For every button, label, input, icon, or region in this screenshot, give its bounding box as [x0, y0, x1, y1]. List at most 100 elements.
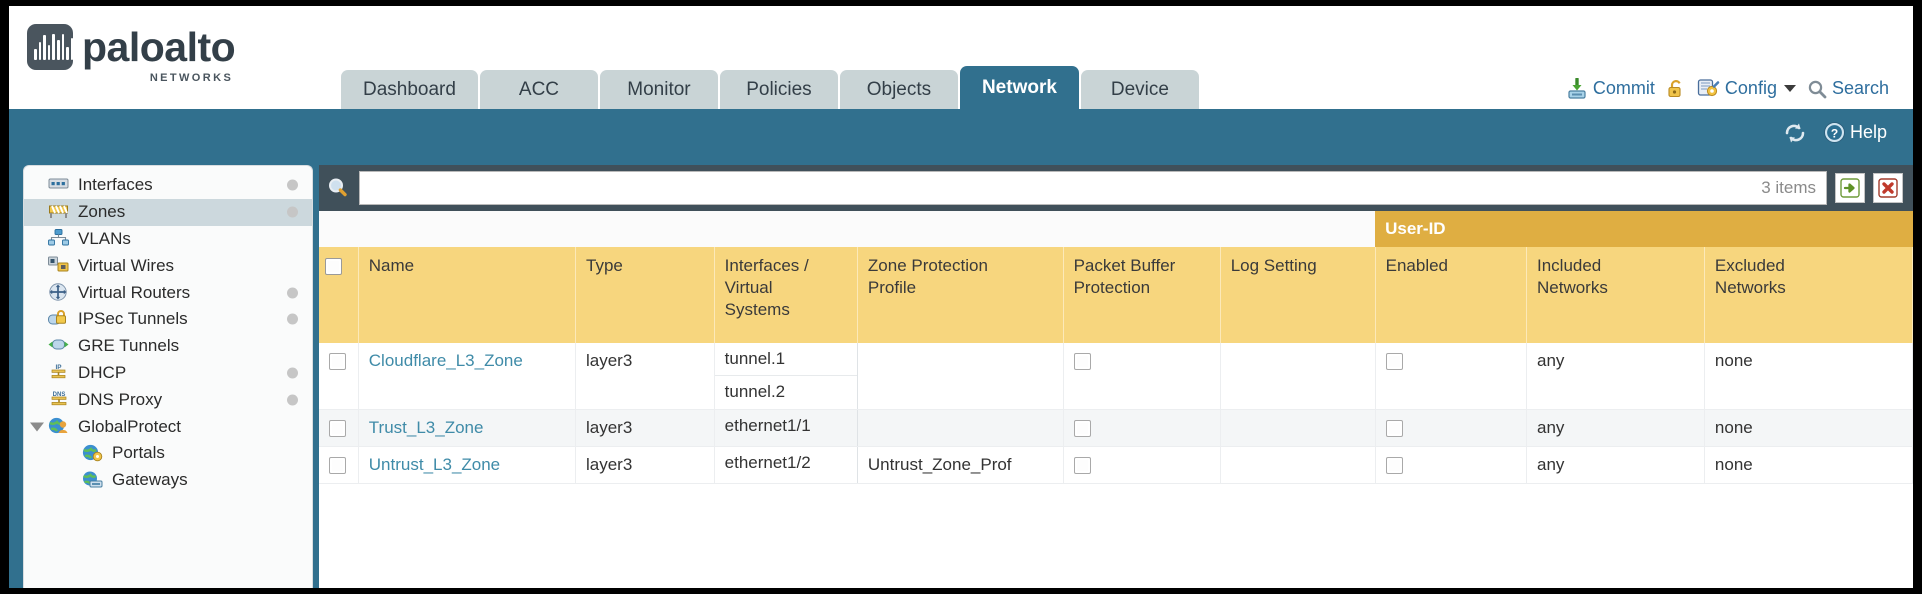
- table-row[interactable]: Cloudflare_L3_Zone layer3 tunnel.1 tunne…: [319, 343, 1913, 410]
- row-select-checkbox[interactable]: [329, 419, 346, 437]
- cell-userid-enabled: [1375, 343, 1527, 410]
- row-select-checkbox[interactable]: [329, 353, 346, 371]
- help-button[interactable]: ? Help: [1823, 121, 1887, 144]
- col-header-name[interactable]: Name: [358, 247, 577, 343]
- group-header-userid: User-ID: [1375, 211, 1913, 247]
- tab-network[interactable]: Network: [959, 66, 1079, 109]
- cell-userid-enabled: [1375, 409, 1527, 447]
- sidebar-item-gre-tunnels[interactable]: GRE Tunnels: [24, 333, 312, 360]
- virtual-wires-icon: [48, 256, 70, 275]
- gre-tunnels-icon: [48, 337, 70, 356]
- lock-button[interactable]: [1666, 78, 1686, 99]
- cell-excluded-networks: none: [1704, 446, 1913, 484]
- cell-zone-protection-profile: [857, 343, 1064, 410]
- clear-filter-button[interactable]: [1873, 173, 1903, 203]
- col-header-enabled[interactable]: Enabled: [1375, 247, 1527, 343]
- zone-name-link[interactable]: Untrust_L3_Zone: [368, 454, 501, 474]
- sidebar-item-interfaces[interactable]: Interfaces: [24, 172, 312, 199]
- sidebar-item-label: DHCP: [78, 362, 127, 382]
- sidebar-item-dhcp[interactable]: IP DHCP: [24, 360, 312, 387]
- sidebar-item-dns-proxy[interactable]: DNS DNS Proxy: [24, 386, 312, 413]
- paloalto-logo-icon: [27, 24, 73, 70]
- vlans-icon: [48, 229, 70, 248]
- top-header: paloalto NETWORKS Dashboard ACC Monitor …: [9, 6, 1913, 109]
- cell-included-networks: any: [1526, 343, 1705, 410]
- filter-search-box[interactable]: 3 items: [359, 171, 1827, 205]
- brand-tagline: NETWORKS: [149, 72, 234, 84]
- col-header-log-setting[interactable]: Log Setting: [1220, 247, 1376, 343]
- cell-type: layer3: [575, 409, 715, 447]
- userid-enabled-checkbox[interactable]: [1385, 456, 1403, 474]
- sidebar-item-label: IPSec Tunnels: [78, 309, 188, 329]
- sidebar-item-label: Gateways: [112, 470, 188, 490]
- commit-button[interactable]: Commit: [1566, 78, 1655, 99]
- select-all-checkbox[interactable]: [325, 258, 342, 276]
- tab-objects[interactable]: Objects: [839, 70, 958, 109]
- tab-monitor[interactable]: Monitor: [599, 70, 718, 109]
- sidebar-item-vlans[interactable]: VLANs: [24, 226, 312, 253]
- col-header-type[interactable]: Type: [575, 247, 715, 343]
- userid-enabled-checkbox[interactable]: [1385, 419, 1403, 437]
- zones-icon: [48, 203, 70, 222]
- cell-packet-buffer-protection: [1063, 409, 1221, 447]
- refresh-button[interactable]: [1783, 122, 1807, 144]
- sidebar-item-gateways[interactable]: Gateways: [24, 467, 312, 494]
- row-select-checkbox[interactable]: [329, 456, 346, 474]
- zone-name-link[interactable]: Trust_L3_Zone: [368, 417, 484, 437]
- search-icon: [1807, 79, 1827, 99]
- filter-search-icon[interactable]: [325, 176, 351, 200]
- dhcp-icon: IP: [48, 363, 70, 382]
- zone-name-link[interactable]: Cloudflare_L3_Zone: [368, 351, 523, 370]
- zones-table-body: Cloudflare_L3_Zone layer3 tunnel.1 tunne…: [319, 343, 1913, 484]
- app-root: paloalto NETWORKS Dashboard ACC Monitor …: [9, 6, 1913, 588]
- sidebar-item-label: GlobalProtect: [78, 416, 181, 436]
- group-header-row: User-ID: [319, 211, 1913, 247]
- sidebar-nav: Interfaces Zones: [23, 165, 313, 588]
- chevron-down-icon[interactable]: [1783, 85, 1796, 92]
- apply-filter-button[interactable]: [1835, 173, 1865, 203]
- tab-dashboard[interactable]: Dashboard: [341, 70, 478, 109]
- virtual-routers-icon: [48, 283, 70, 302]
- sidebar-item-globalprotect[interactable]: GlobalProtect: [24, 413, 312, 440]
- row-select-cell: [319, 446, 359, 484]
- tab-policies[interactable]: Policies: [719, 70, 838, 109]
- cell-type: layer3: [575, 343, 715, 410]
- status-dot: [287, 367, 298, 379]
- config-button[interactable]: Config: [1697, 78, 1796, 99]
- packet-buffer-protection-checkbox[interactable]: [1073, 456, 1091, 474]
- dns-proxy-icon: DNS: [48, 390, 70, 409]
- table-row[interactable]: Trust_L3_Zone layer3 ethernet1/1: [319, 409, 1913, 447]
- cell-packet-buffer-protection: [1063, 446, 1221, 484]
- chevron-down-icon[interactable]: [30, 422, 44, 432]
- userid-enabled-checkbox[interactable]: [1385, 353, 1403, 371]
- main-tabs: Dashboard ACC Monitor Policies Objects N…: [341, 66, 1199, 109]
- tab-acc[interactable]: ACC: [479, 70, 598, 109]
- sidebar-item-portals[interactable]: Portals: [24, 440, 312, 467]
- packet-buffer-protection-checkbox[interactable]: [1073, 353, 1091, 371]
- sidebar-item-ipsec-tunnels[interactable]: IPSec Tunnels: [24, 306, 312, 333]
- sidebar-item-label: VLANs: [78, 228, 131, 248]
- sidebar-item-zones[interactable]: Zones: [24, 198, 312, 226]
- sidebar-item-virtual-wires[interactable]: Virtual Wires: [24, 252, 312, 279]
- interfaces-icon: [48, 176, 70, 195]
- body-region: Interfaces Zones: [9, 165, 1913, 588]
- cell-type: layer3: [575, 446, 715, 484]
- help-label: Help: [1849, 122, 1887, 142]
- cell-zone-protection-profile: [857, 409, 1064, 447]
- packet-buffer-protection-checkbox[interactable]: [1073, 419, 1091, 437]
- svg-text:DNS: DNS: [53, 392, 66, 398]
- search-label: Search: [1831, 78, 1889, 98]
- tab-device[interactable]: Device: [1080, 70, 1199, 109]
- row-select-cell: [319, 409, 359, 447]
- cell-excluded-networks: none: [1704, 409, 1913, 447]
- table-row[interactable]: Untrust_L3_Zone layer3 ethernet1/2 Untru…: [319, 446, 1913, 484]
- sidebar-item-virtual-routers[interactable]: Virtual Routers: [24, 279, 312, 306]
- search-button[interactable]: Search: [1807, 78, 1889, 99]
- search-input[interactable]: [370, 179, 1752, 197]
